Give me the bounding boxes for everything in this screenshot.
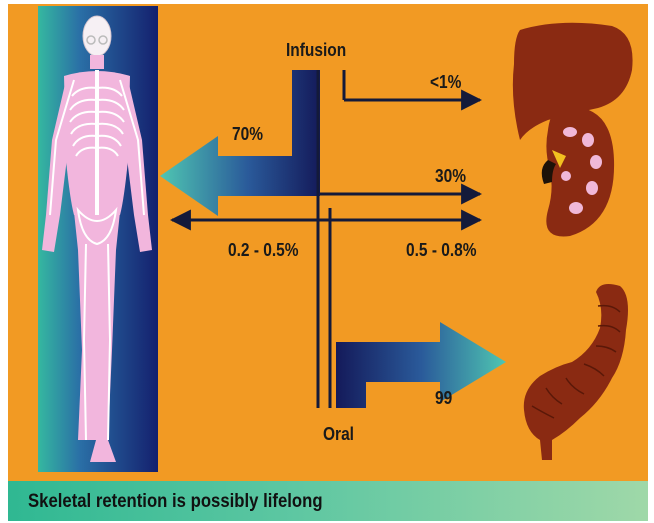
caption-bar: Skeletal retention is possibly lifelong (8, 481, 648, 521)
caption-text: Skeletal retention is possibly lifelong (28, 491, 323, 513)
label-30-percent: 30% (435, 166, 466, 187)
label-70-percent: 70% (232, 124, 263, 145)
label-99: 99 (435, 388, 452, 409)
label-0.2-0.5-percent: 0.2 - 0.5% (228, 240, 299, 261)
label-less-than-1-percent: <1% (430, 72, 461, 93)
label-infusion: Infusion (286, 40, 346, 61)
label-0.5-0.8-percent: 0.5 - 0.8% (406, 240, 477, 261)
label-oral: Oral (323, 424, 354, 445)
